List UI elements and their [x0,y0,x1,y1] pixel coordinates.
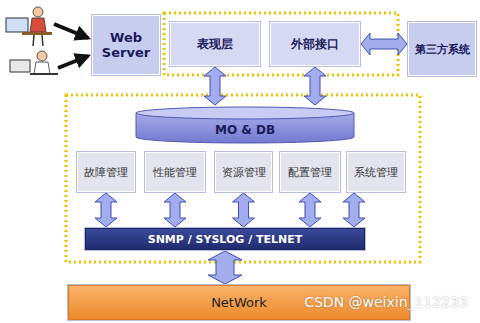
block-arrow [299,193,321,227]
node-label: 资源管理 [222,165,266,180]
block-arrow [233,193,255,227]
module-box: 系统管理 [347,152,405,192]
request-arrow [54,24,88,38]
interface-box: 外部接口 [270,22,360,66]
node-label: Web Server [98,30,154,60]
user-icon [6,7,52,46]
node-label: 系统管理 [354,165,398,180]
external-system-box: 第三方系统 [408,22,476,76]
block-arrow [204,67,226,105]
block-arrow [304,67,326,105]
block-arrow [164,193,186,227]
node-label: MO & DB [215,123,275,137]
server-box: Web Server [92,15,160,75]
user-icon [10,51,58,74]
node-label: 表现层 [197,36,233,53]
module-box: 配置管理 [280,152,340,192]
dotted-region [66,95,420,262]
node-label: SNMP / SYSLOG / TELNET [148,233,303,246]
node-label: NetWork [211,295,267,310]
node-label: 配置管理 [288,165,332,180]
node-label: 外部接口 [291,36,339,53]
block-arrow [361,33,407,55]
request-arrow [58,56,88,68]
module-box: 故障管理 [77,152,135,192]
database-cylinder: MO & DB [135,106,355,144]
protocol-bar: SNMP / SYSLOG / TELNET [85,228,365,250]
block-arrow [343,193,365,227]
node-label: 性能管理 [153,165,197,180]
watermark: CSDN @weixin_112233 [304,294,468,310]
node-label: 第三方系统 [415,42,470,57]
module-box: 性能管理 [145,152,205,192]
module-box: 资源管理 [215,152,272,192]
node-label: 故障管理 [84,165,128,180]
block-arrow [95,193,117,227]
block-arrow [208,251,242,284]
layer-box: 表现层 [170,22,260,66]
